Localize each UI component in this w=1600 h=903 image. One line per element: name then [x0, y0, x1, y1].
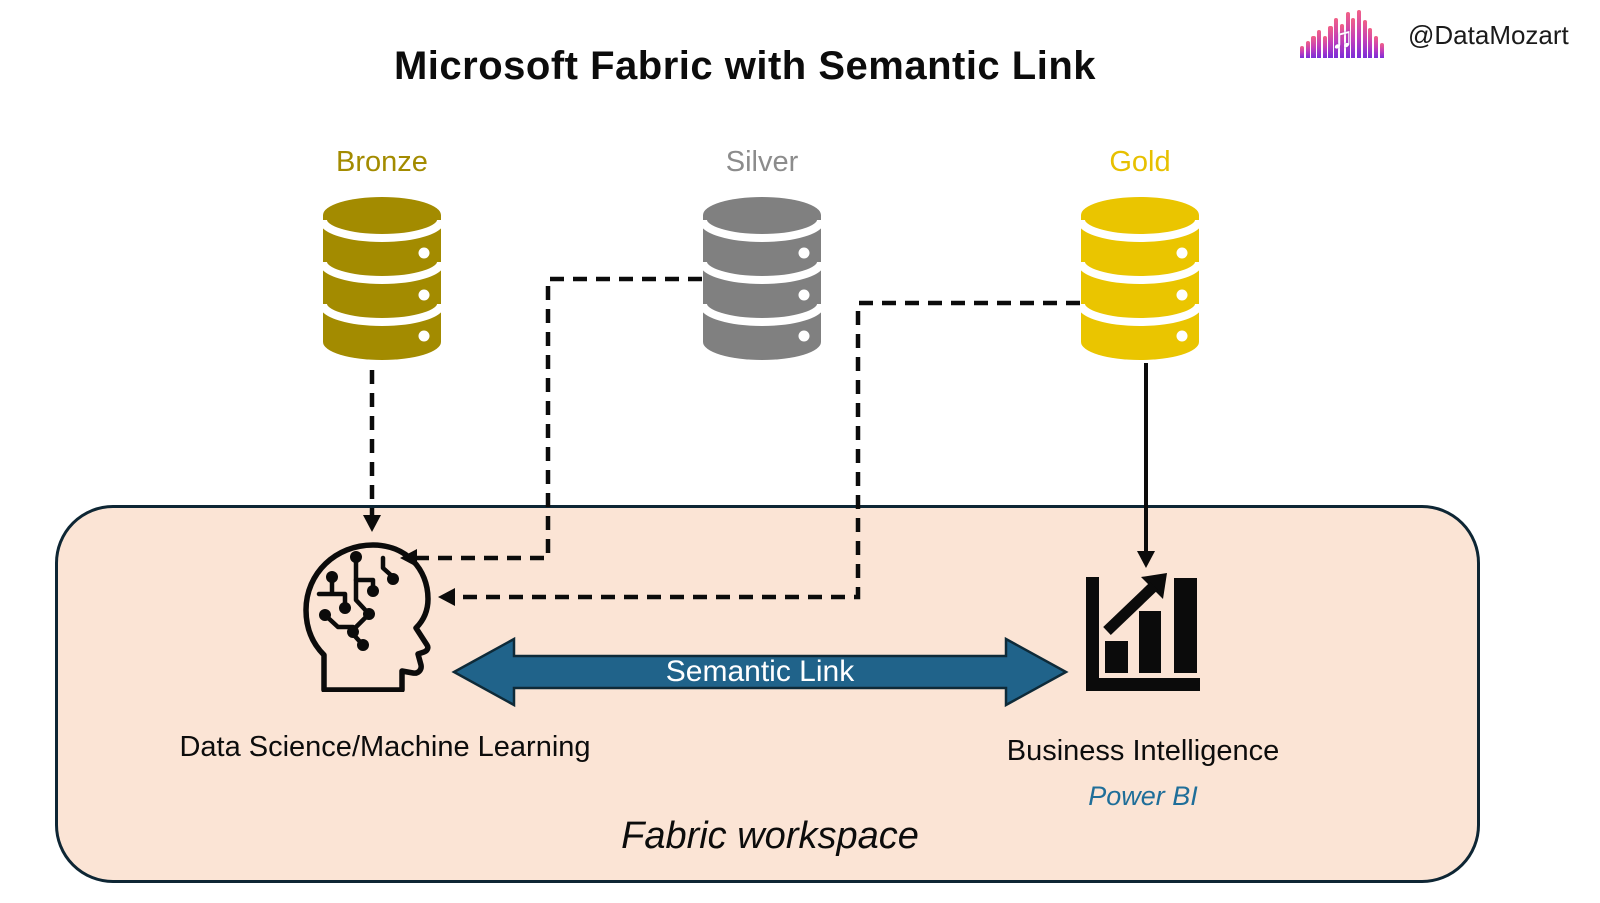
gold-label: Gold — [1109, 146, 1171, 178]
arrowhead-down-icon — [363, 515, 381, 532]
fabric-workspace-container — [55, 505, 1480, 883]
equalizer-bar — [1373, 36, 1379, 58]
equalizer-bar — [1300, 46, 1305, 58]
gold-to-ds-dashed-arrow — [455, 300, 1080, 600]
music-note-icon: ♫ — [1330, 22, 1354, 55]
semantic-link-label: Semantic Link — [665, 655, 855, 688]
equalizer-bar — [1356, 10, 1362, 58]
bronze-label: Bronze — [336, 146, 428, 178]
semantic-link-arrow — [451, 636, 1069, 708]
equalizer-bar — [1362, 20, 1367, 58]
bronze-database-icon — [321, 197, 443, 360]
equalizer-bar — [1339, 24, 1344, 58]
equalizer-bar — [1322, 36, 1327, 58]
silver-label: Silver — [725, 146, 799, 178]
silver-to-ds-dashed-arrow — [417, 276, 702, 561]
equalizer-bar — [1345, 12, 1350, 58]
equalizer-bar — [1368, 28, 1373, 58]
logo-handle: @DataMozart — [1408, 20, 1569, 50]
arrowhead-left-icon — [438, 588, 455, 606]
fabric-workspace-label: Fabric workspace — [621, 815, 919, 857]
data-science-label: Data Science/Machine Learning — [179, 731, 591, 763]
equalizer-bar — [1305, 41, 1310, 58]
power-bi-label: Power BI — [1088, 781, 1198, 811]
page-title: Microsoft Fabric with Semantic Link — [393, 44, 1097, 88]
data-science-head-icon — [303, 542, 431, 692]
equalizer-bar — [1334, 18, 1339, 58]
equalizer-bar — [1328, 26, 1333, 58]
silver-database-icon — [701, 197, 823, 360]
equalizer-bar — [1351, 18, 1356, 58]
business-intelligence-chart-icon — [1086, 573, 1200, 691]
business-intelligence-label: Business Intelligence — [1006, 735, 1280, 767]
arrowhead-down-icon — [1137, 551, 1155, 568]
datamozart-logo-icon — [1300, 10, 1392, 58]
gold-database-icon — [1079, 197, 1201, 360]
equalizer-bar — [1317, 30, 1322, 58]
equalizer-bar — [1379, 43, 1384, 58]
equalizer-bar — [1311, 36, 1316, 58]
